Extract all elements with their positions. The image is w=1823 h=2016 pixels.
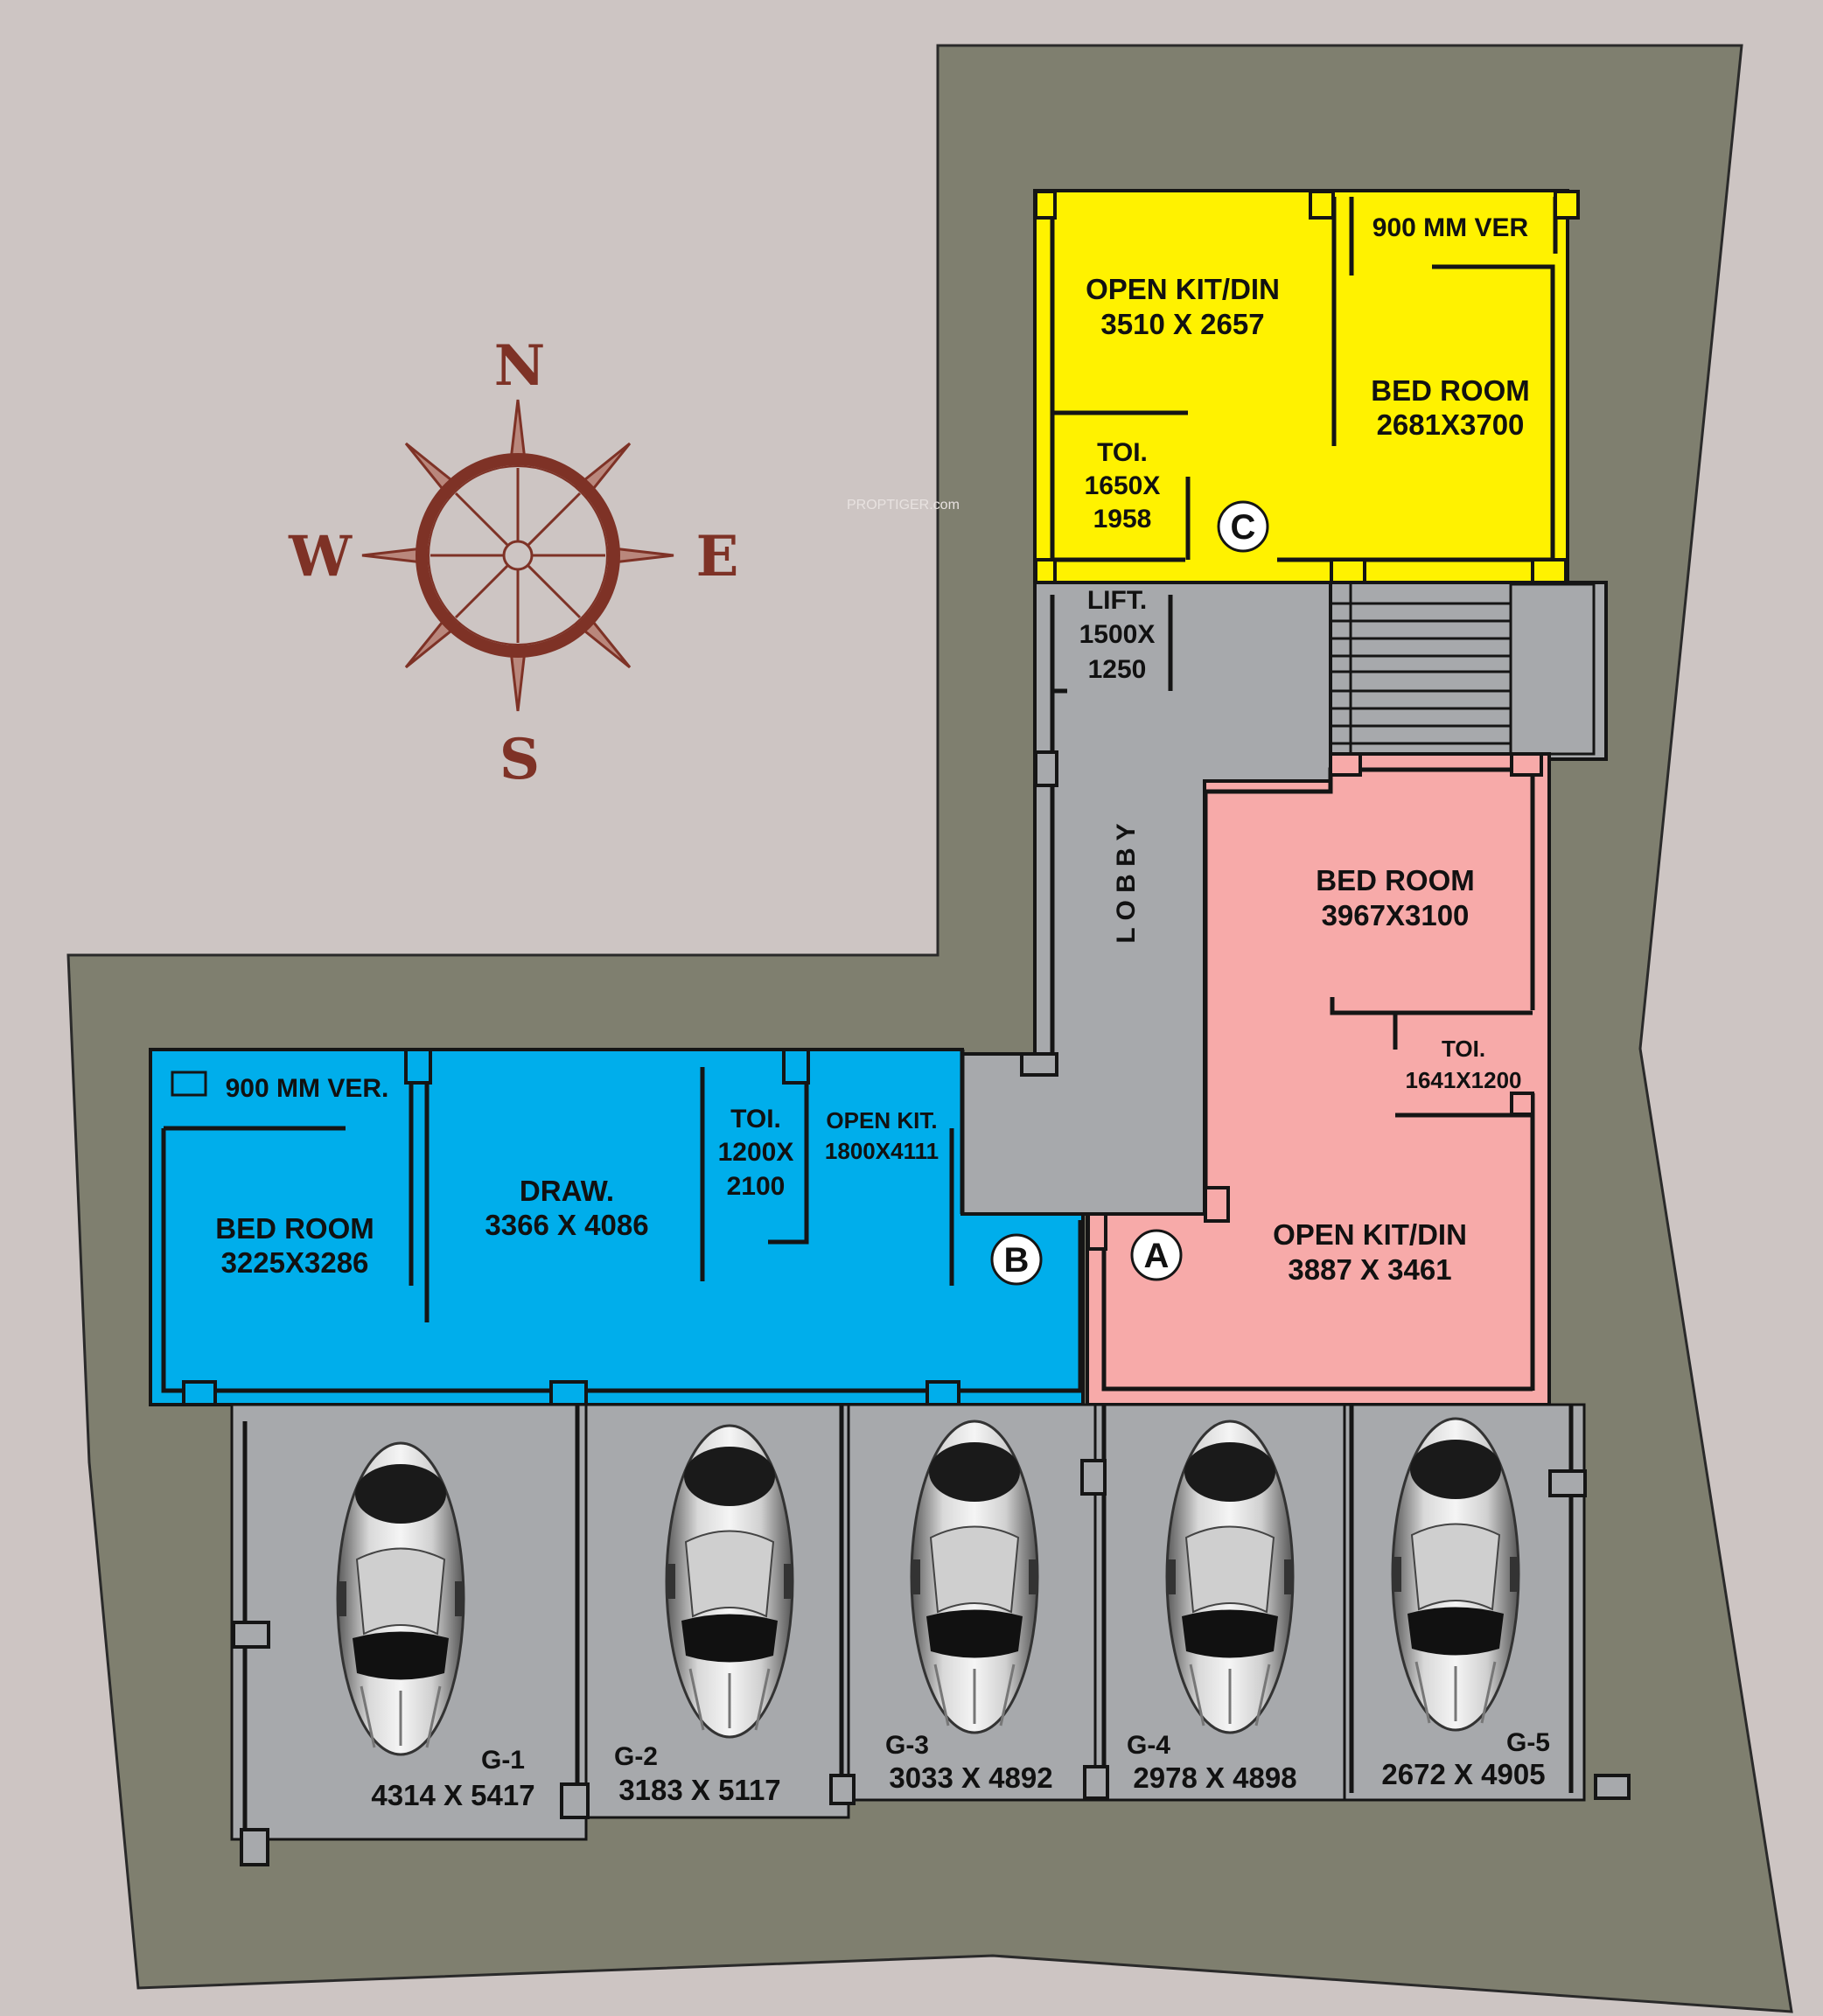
car-g4-icon: [1165, 1420, 1295, 1734]
unit-b-toilet-w: 1200X: [718, 1138, 794, 1167]
garage-g2-size: 3183 X 5117: [618, 1774, 780, 1806]
car-g3-icon: [910, 1420, 1039, 1734]
lobby-label: L O B B Y: [1112, 823, 1141, 943]
garage-g3-size: 3033 X 4892: [889, 1761, 1052, 1794]
unit-b-toilet-h: 2100: [727, 1172, 786, 1201]
garage-g2-id: G-2: [614, 1742, 658, 1771]
lift-name: LIFT.: [1087, 586, 1147, 615]
garage-g1-size: 4314 X 5417: [371, 1779, 534, 1811]
compass-label-n: N: [494, 333, 546, 399]
svg-text:B: B: [1004, 1241, 1030, 1280]
unit-b-marker[interactable]: B: [990, 1233, 1043, 1286]
unit-b-bedroom-name: BED ROOM: [215, 1212, 374, 1245]
compass-label-s: S: [499, 727, 540, 792]
unit-b-verandah-duct: [171, 1071, 207, 1097]
unit-a-walls: [1101, 767, 1535, 1392]
unit-c: [1033, 189, 1569, 584]
lift-h: 1250: [1088, 655, 1147, 684]
svg-text:A: A: [1144, 1237, 1170, 1275]
unit-a-toilet-size: 1641X1200: [1405, 1067, 1521, 1093]
unit-c-kitdin-size: 3510 X 2657: [1100, 308, 1264, 340]
unit-b-walls: [161, 1050, 1083, 1393]
unit-c-toilet-h: 1958: [1093, 505, 1152, 534]
car-g1-icon: [336, 1441, 465, 1756]
unit-a-toilet-name: TOI.: [1442, 1036, 1485, 1062]
compass-ring: [416, 453, 620, 658]
unit-a-bedroom-name: BED ROOM: [1316, 864, 1475, 896]
compass-hub: [502, 540, 534, 571]
garage-g4-size: 2978 X 4898: [1133, 1761, 1296, 1794]
compass-rose: [361, 399, 674, 712]
unit-b-bedroom-size: 3225X3286: [221, 1246, 369, 1279]
watermark: PROPTIGER.com: [847, 498, 960, 513]
garage-g5-id: G-5: [1506, 1728, 1550, 1757]
unit-b-verandah-label: 900 MM VER.: [226, 1074, 389, 1103]
garage-g3-id: G-3: [885, 1731, 929, 1760]
unit-c-verandah-label: 900 MM VER: [1372, 213, 1529, 242]
unit-c-bedroom-name: BED ROOM: [1371, 374, 1530, 407]
compass-label-e: E: [696, 524, 739, 589]
lift-w: 1500X: [1079, 620, 1156, 649]
unit-b-drawing-size: 3366 X 4086: [485, 1209, 648, 1241]
unit-b-drawing-name: DRAW.: [520, 1175, 614, 1207]
unit-c-toilet-w: 1650X: [1085, 471, 1161, 500]
unit-a-marker[interactable]: A: [1130, 1229, 1183, 1281]
unit-c-toilet-name: TOI.: [1097, 438, 1148, 467]
stair-treads: [1331, 582, 1596, 759]
unit-a-kitdin-name: OPEN KIT/DIN: [1273, 1218, 1467, 1251]
svg-text:C: C: [1231, 508, 1256, 547]
unit-b-kitchen-name: OPEN KIT.: [826, 1107, 937, 1134]
unit-a-kitdin-size: 3887 X 3461: [1288, 1253, 1451, 1286]
unit-b-toilet-name: TOI.: [730, 1105, 781, 1134]
unit-c-bedroom-size: 2681X3700: [1377, 408, 1525, 441]
unit-b-kitchen-size: 1800X4111: [825, 1138, 939, 1164]
compass-label-w: W: [288, 524, 353, 589]
unit-c-marker[interactable]: C: [1217, 500, 1269, 553]
lobby-walls: [1050, 595, 1173, 1054]
garage-g5-size: 2672 X 4905: [1381, 1758, 1545, 1790]
unit-c-kitdin-name: OPEN KIT/DIN: [1086, 273, 1280, 305]
garage-g1-id: G-1: [481, 1746, 525, 1775]
unit-a-bedroom-size: 3967X3100: [1322, 899, 1470, 931]
car-g5-icon: [1391, 1417, 1520, 1732]
garage-g4-id: G-4: [1127, 1731, 1170, 1760]
car-g2-icon: [665, 1424, 794, 1739]
